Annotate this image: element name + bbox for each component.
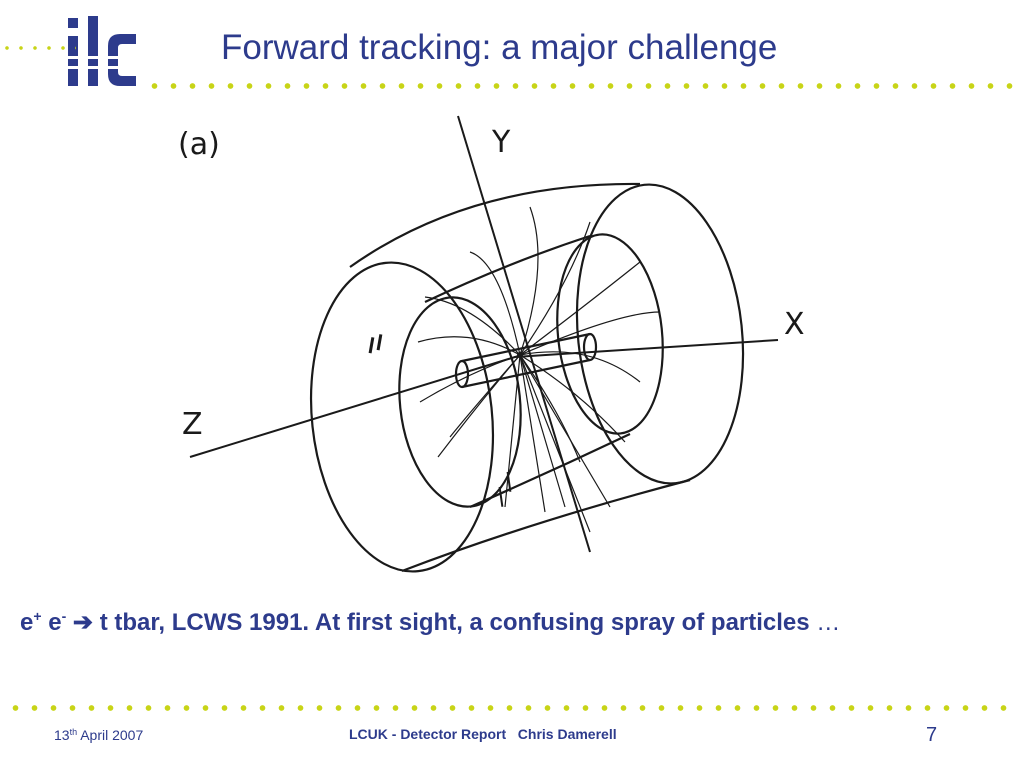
panel-label: (a) [178,127,220,162]
ilc-logo [58,16,142,86]
caption-ellipsis: … [816,609,841,636]
x-axis-line [514,339,779,358]
footer-date-day: 13 [54,727,70,743]
y-axis-line [457,115,591,553]
footer-date-suffix: th [69,727,78,737]
x-axis-label: X [784,307,805,342]
caption-text: t tbar, LCWS 1991. At first sight, a con… [99,609,810,636]
footer-date-rest: April 2007 [77,727,144,743]
inner-cylinder-top-edge [424,234,591,303]
decorative-dots-top [145,82,1015,90]
decorative-dots-bottom [6,704,1016,712]
electron-charge: - [61,608,67,624]
outer-cylinder-front [309,261,495,573]
decorative-dots-top-left [0,44,76,52]
slide-title: Forward tracking: a major challenge [221,28,778,67]
outer-cylinder-top-edge [349,182,641,268]
y-axis-label: Y [491,125,511,160]
detector-event-figure: (a) Y X Z [178,115,805,573]
beam-pipe-back [582,332,598,362]
outer-cylinder-bottom-edge [401,478,691,573]
slide-caption: e+ e- ➔ t tbar, LCWS 1991. At first sigh… [20,608,840,637]
page-number: 7 [926,724,938,746]
footer-date: 13th April 2007 [54,727,143,743]
beam-pipe-top [461,332,591,363]
footer-report-author: LCUK - Detector Report Chris Damerell [349,726,617,742]
positron-charge: + [33,608,42,624]
electron-symbol: e [48,609,62,636]
arrow-icon: ➔ [72,609,94,636]
z-axis-label: Z [182,407,203,442]
inner-cylinder-back [556,233,664,435]
positron-symbol: e [20,609,34,636]
inner-cylinder-bottom-edge [469,433,631,509]
z-axis-line [189,356,516,458]
